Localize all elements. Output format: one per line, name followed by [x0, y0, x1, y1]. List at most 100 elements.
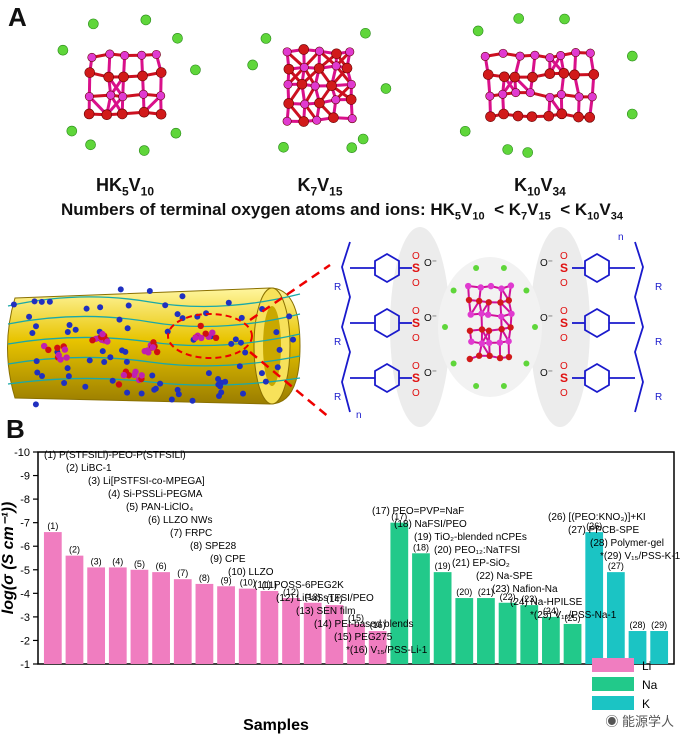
sulfonate-o-minus-label: O⁻ [540, 368, 553, 379]
sulfonate-o-minus-label: O⁻ [424, 258, 437, 269]
sulfonate-o-label: O [412, 278, 420, 289]
y-tick-label: -8 [20, 494, 30, 506]
sample-label: (12) LiPaSsTFSI/PEO [276, 593, 374, 604]
bar-id-label: (28) [630, 620, 646, 630]
sample-label: (5) PAN-LiClO₄ [126, 502, 193, 513]
terminal-oxygen-comparison: Numbers of terminal oxygen atoms and ion… [0, 200, 684, 222]
bar-id-label: (3) [91, 556, 102, 566]
x-axis-label: Samples [243, 717, 309, 734]
sample-label: (23) Nafion-Na [492, 584, 558, 595]
sample-label: (26) [(PEO:KNO₃)]+KI [548, 512, 646, 523]
r-group-label: R [334, 392, 341, 403]
sulfonate-o-label: O [560, 361, 568, 372]
y-tick-label: -10 [14, 447, 30, 459]
bar-id-label: (8) [199, 573, 210, 583]
bar-id-label: (29) [651, 620, 667, 630]
sulfonate-o-label: O [560, 333, 568, 344]
bar-id-label: (19) [435, 561, 451, 571]
sample-label: (6) LLZO NWs [148, 515, 212, 526]
sample-label: (13) SEN film [296, 606, 355, 617]
legend-swatch-li [592, 658, 634, 672]
sulfonate-o-label: O [560, 278, 568, 289]
y-tick-label: -7 [20, 518, 30, 530]
n-label: n [356, 410, 362, 421]
sulfonate-s-label: S [412, 371, 420, 385]
sample-label: (10) LLZO [228, 567, 274, 578]
nanofiber-illustration [0, 228, 310, 428]
k10v34-cluster [460, 13, 637, 157]
bar-7 [174, 579, 192, 664]
bar-id-label: (6) [156, 561, 167, 571]
sulfonate-o-minus-label: O⁻ [424, 368, 437, 379]
sulfonate-s-label: S [560, 316, 568, 330]
sulfonate-o-label: O [560, 388, 568, 399]
y-tick-label: -4 [20, 588, 30, 600]
y-tick-label: -5 [20, 565, 30, 577]
watermark: ◉ 能源学人 [605, 711, 674, 730]
sulfonate-o-label: O [412, 388, 420, 399]
y-tick-label: -6 [20, 541, 30, 553]
sample-label: (2) LiBC-1 [66, 463, 112, 474]
bar-20 [455, 598, 473, 664]
r-group-label: R [655, 282, 662, 293]
sample-label: (11) POSS-6PEG2K [254, 580, 344, 591]
bar-24 [542, 617, 560, 664]
bar-id-label: (1) [47, 521, 58, 531]
y-tick-label: -9 [20, 471, 30, 483]
sulfonate-o-minus-label: O⁻ [540, 313, 553, 324]
sample-label: (1) P(STFSILi)-PEO-P(STFSILi) [44, 450, 186, 461]
panel-a: A HK5V10 K7V15 K10V34 Numbers of termina… [0, 0, 684, 430]
sample-label: (4) Si-PSSLi-PEGMA [108, 489, 203, 500]
polyoxometalate-structures [0, 0, 684, 175]
bar-25 [564, 624, 582, 664]
sample-label: (15) PEG275 [334, 632, 393, 643]
k7v15-cluster [248, 28, 391, 152]
bar-2 [66, 556, 84, 664]
sulfonate-o-label: O [412, 361, 420, 372]
sulfonate-s-label: S [412, 261, 420, 275]
legend-swatch-na [592, 677, 634, 691]
sample-label: *(29) V₁₅/PSS-K-1 [600, 551, 681, 562]
bar-id-label: (4) [112, 556, 123, 566]
panel-b-letter: B [6, 414, 25, 445]
bar-8 [196, 584, 214, 664]
r-group-label: R [334, 282, 341, 293]
y-tick-label: -2 [20, 635, 30, 647]
r-group-label: R [334, 337, 341, 348]
sulfonate-o-label: O [412, 251, 420, 262]
sample-label: (3) Li[PSTFSI-co-MPEGA] [88, 476, 205, 487]
sample-label: (17) PEO=PVP=NaF [372, 506, 464, 517]
legend-label: Li [642, 659, 651, 673]
bar-6 [152, 572, 170, 664]
sulfonate-s-label: S [560, 371, 568, 385]
sulfonate-o-label: O [412, 333, 420, 344]
molecule-label-hk5v10: HK5V10 [70, 175, 180, 199]
sample-label: (9) CPE [210, 554, 246, 565]
bar-id-label: (20) [456, 587, 472, 597]
molecule-label-k10v34: K10V34 [485, 175, 595, 199]
sample-label: (22) Na-SPE [476, 571, 533, 582]
y-tick-label: -1 [20, 659, 30, 671]
legend-label: K [642, 697, 650, 711]
bar-id-label: (27) [608, 561, 624, 571]
bar-17 [390, 523, 408, 664]
sample-label: *(16) V₁₅/PSS-Li-1 [346, 645, 428, 656]
y-axis-label: log(σ (S cm⁻¹)) [0, 502, 17, 614]
legend-label: Na [642, 678, 658, 692]
hk5v10-cluster [58, 15, 201, 156]
n-label: n [618, 232, 624, 243]
bar-id-label: (18) [413, 542, 429, 552]
sample-label: (19) TiO₂-blended nCPEs [414, 532, 527, 543]
sulfonate-o-label: O [560, 306, 568, 317]
sample-label: (20) PEO₁₂:NaTFSI [434, 545, 520, 556]
sulfonate-s-label: S [412, 316, 420, 330]
y-tick-label: -3 [20, 612, 30, 624]
sulfonate-o-label: O [412, 306, 420, 317]
sample-label: (18) NaFSI/PEO [394, 519, 467, 530]
legend-swatch-k [592, 696, 634, 710]
sample-label: (21) EP-SiO₂ [452, 558, 510, 569]
bar-3 [87, 567, 105, 664]
r-group-label: R [655, 392, 662, 403]
